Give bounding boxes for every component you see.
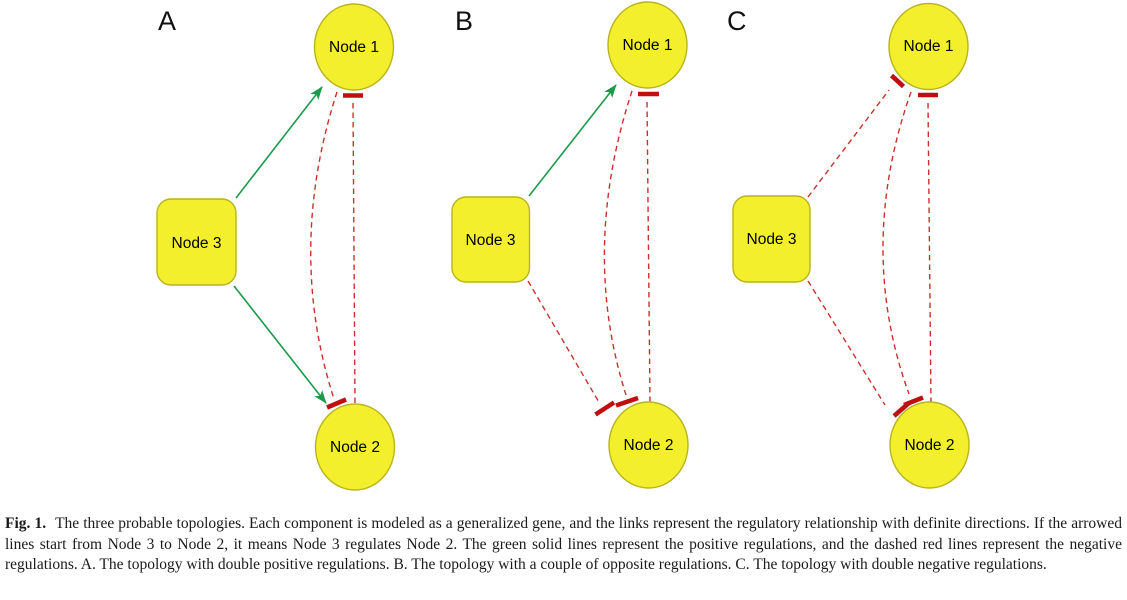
node-c-2 xyxy=(889,401,970,489)
panel-b: B Node 1 Node 3 Node 2 xyxy=(451,1,689,489)
edge-b-node3-node1-positive xyxy=(528,84,617,197)
figure-caption-label: Fig. 1. xyxy=(5,515,47,532)
node-c-2-label: Node 2 xyxy=(905,437,955,454)
node-a-1-label: Node 1 xyxy=(329,39,379,56)
panel-c-letter: C xyxy=(727,6,747,36)
node-b-2-label: Node 2 xyxy=(624,437,674,454)
topology-figure: A Node 1 Node 3 Node 2 B xyxy=(156,1,970,491)
figure-caption-text: The three probable topologies. Each comp… xyxy=(5,515,1122,573)
edge-a-node1-node2-negative xyxy=(310,91,338,400)
inhibition-tbar-c-node2-from-node1 xyxy=(903,395,924,408)
edge-a-node3-node2-positive xyxy=(233,285,327,404)
inhibition-tbar-b-node2-from-node1 xyxy=(615,395,639,408)
edge-c-node1-node2-negative xyxy=(882,91,912,395)
node-c-3-label: Node 3 xyxy=(747,231,797,248)
edge-c-node2-node1-negative xyxy=(927,101,932,404)
node-a-3-label: Node 3 xyxy=(172,235,222,252)
node-b-1-label: Node 1 xyxy=(623,37,673,54)
node-b-3 xyxy=(451,196,531,283)
edge-a-node3-node1-positive xyxy=(235,86,323,199)
node-c-3 xyxy=(732,195,811,283)
inhibition-tbar-c-node1-from-node3 xyxy=(889,73,906,89)
edge-c-node3-node1-negative xyxy=(807,89,890,198)
edge-b-node3-node2-negative xyxy=(527,280,601,405)
node-a-3 xyxy=(156,198,237,286)
panel-a-letter: A xyxy=(158,6,176,36)
edge-c-node3-node2-negative xyxy=(807,280,886,406)
node-a-2 xyxy=(314,403,396,491)
node-b-1 xyxy=(607,1,688,89)
panel-c: C Node 1 Node 3 Node 2 xyxy=(727,2,970,489)
node-b-3-label: Node 3 xyxy=(466,232,516,249)
inhibition-tbar-a-node2 xyxy=(326,397,347,410)
node-a-1 xyxy=(313,3,395,91)
edge-a-node2-node1-negative xyxy=(352,101,356,404)
edge-b-node1-node2-negative xyxy=(603,90,633,396)
panel-b-letter: B xyxy=(455,6,473,36)
edge-b-node2-node1-negative xyxy=(646,100,651,403)
node-b-2 xyxy=(608,401,689,489)
node-a-2-label: Node 2 xyxy=(330,439,380,456)
panel-a: A Node 1 Node 3 Node 2 xyxy=(156,3,396,491)
inhibition-tbar-b-node2-from-node3 xyxy=(594,400,616,417)
figure-caption: Fig. 1.The three probable topologies. Ea… xyxy=(5,514,1122,576)
node-c-1 xyxy=(888,2,969,91)
node-c-1-label: Node 1 xyxy=(904,38,954,55)
